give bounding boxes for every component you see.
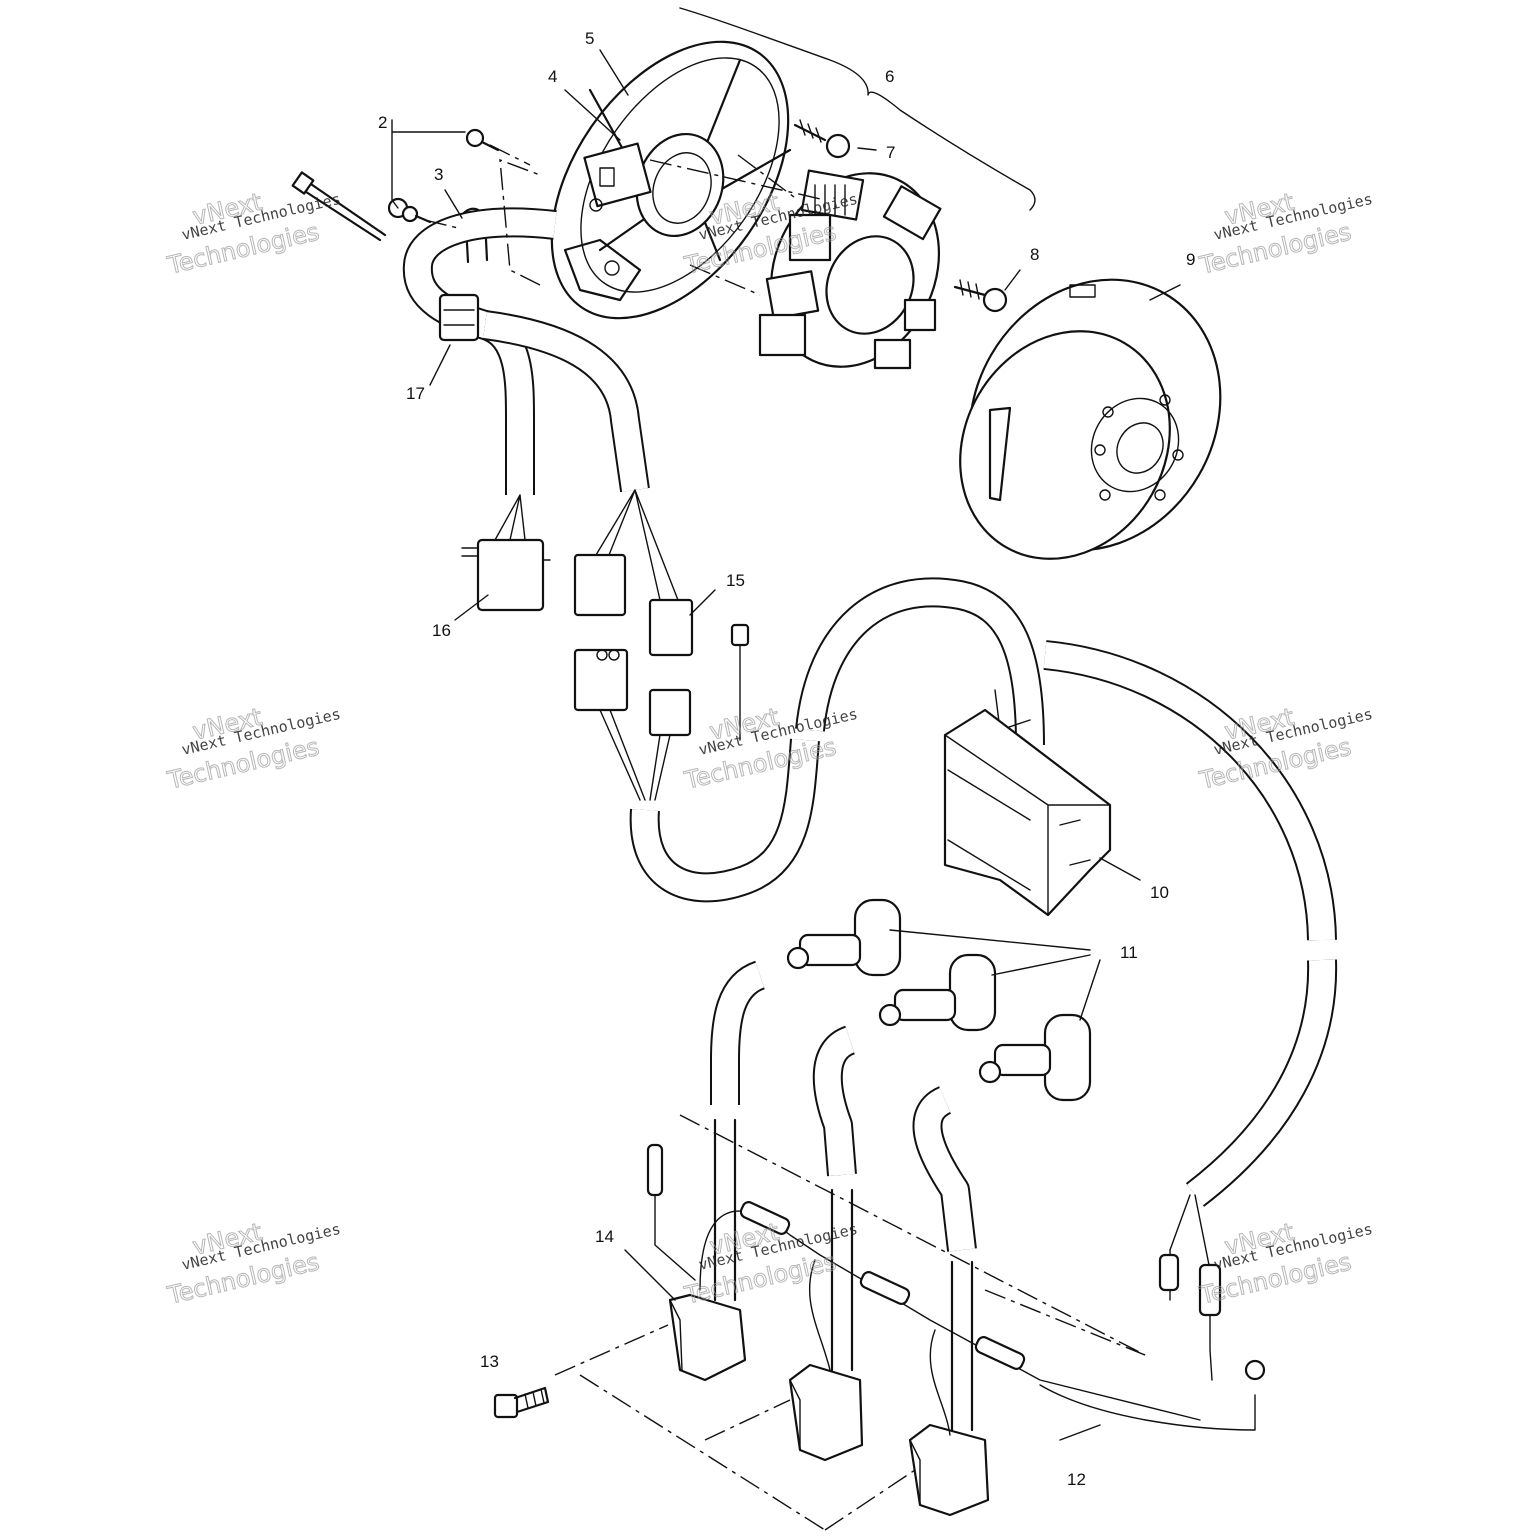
watermarks: vNext vNext Technologies Technologies vN… (164, 187, 1374, 1310)
watermark-4: vNext vNext Technologies Technologies (164, 702, 342, 795)
stator-harness (402, 207, 679, 601)
connector-15 (573, 553, 750, 741)
stator-coil (758, 169, 942, 370)
lower-harness (599, 577, 1338, 1271)
callout-2: 2 (378, 113, 387, 132)
callout-8: 8 (1030, 245, 1039, 264)
callout-12: 12 (1067, 1470, 1086, 1489)
callout-3: 3 (434, 165, 443, 184)
connector-16 (461, 538, 551, 612)
screw-2a (465, 128, 500, 152)
coil-wiring-12 (646, 1143, 1266, 1436)
ignition-coils-14 (668, 1293, 990, 1517)
callout-4: 4 (548, 67, 557, 86)
alignment-lines (424, 144, 1146, 1531)
watermark-9: vNext vNext Technologies Technologies (1196, 1217, 1374, 1310)
watermark-1: vNext vNext Technologies Technologies (164, 187, 342, 280)
watermark-7: vNext vNext Technologies Technologies (164, 1217, 342, 1310)
callout-13: 13 (480, 1352, 499, 1371)
leader-lines (391, 7, 1181, 1441)
callout-14: 14 (595, 1227, 614, 1246)
callout-labels: 2 3 4 5 6 7 8 9 10 11 12 13 14 15 16 17 (378, 29, 1195, 1489)
screw-8 (953, 279, 1008, 313)
stator-plate (550, 40, 792, 320)
callout-11: 11 (1120, 943, 1138, 962)
callout-6: 6 (885, 67, 894, 86)
ht-leads (710, 960, 977, 1432)
callout-5: 5 (585, 29, 594, 48)
cdi-box-10 (943, 708, 1112, 917)
bolt-13 (493, 1386, 550, 1419)
callout-17: 17 (406, 384, 425, 403)
callout-9: 9 (1186, 250, 1195, 269)
callout-15: 15 (726, 571, 745, 590)
screw-7 (793, 119, 851, 159)
callout-16: 16 (432, 621, 451, 640)
spark-plug-caps-11 (786, 898, 1092, 1102)
cable-tie (291, 171, 387, 242)
flywheel (959, 278, 1222, 560)
screw-2b (387, 197, 432, 224)
watermark-5: vNext vNext Technologies Technologies (681, 702, 859, 795)
watermark-3: vNext vNext Technologies Technologies (1196, 187, 1374, 280)
callout-10: 10 (1150, 883, 1169, 902)
callout-7: 7 (886, 143, 895, 162)
